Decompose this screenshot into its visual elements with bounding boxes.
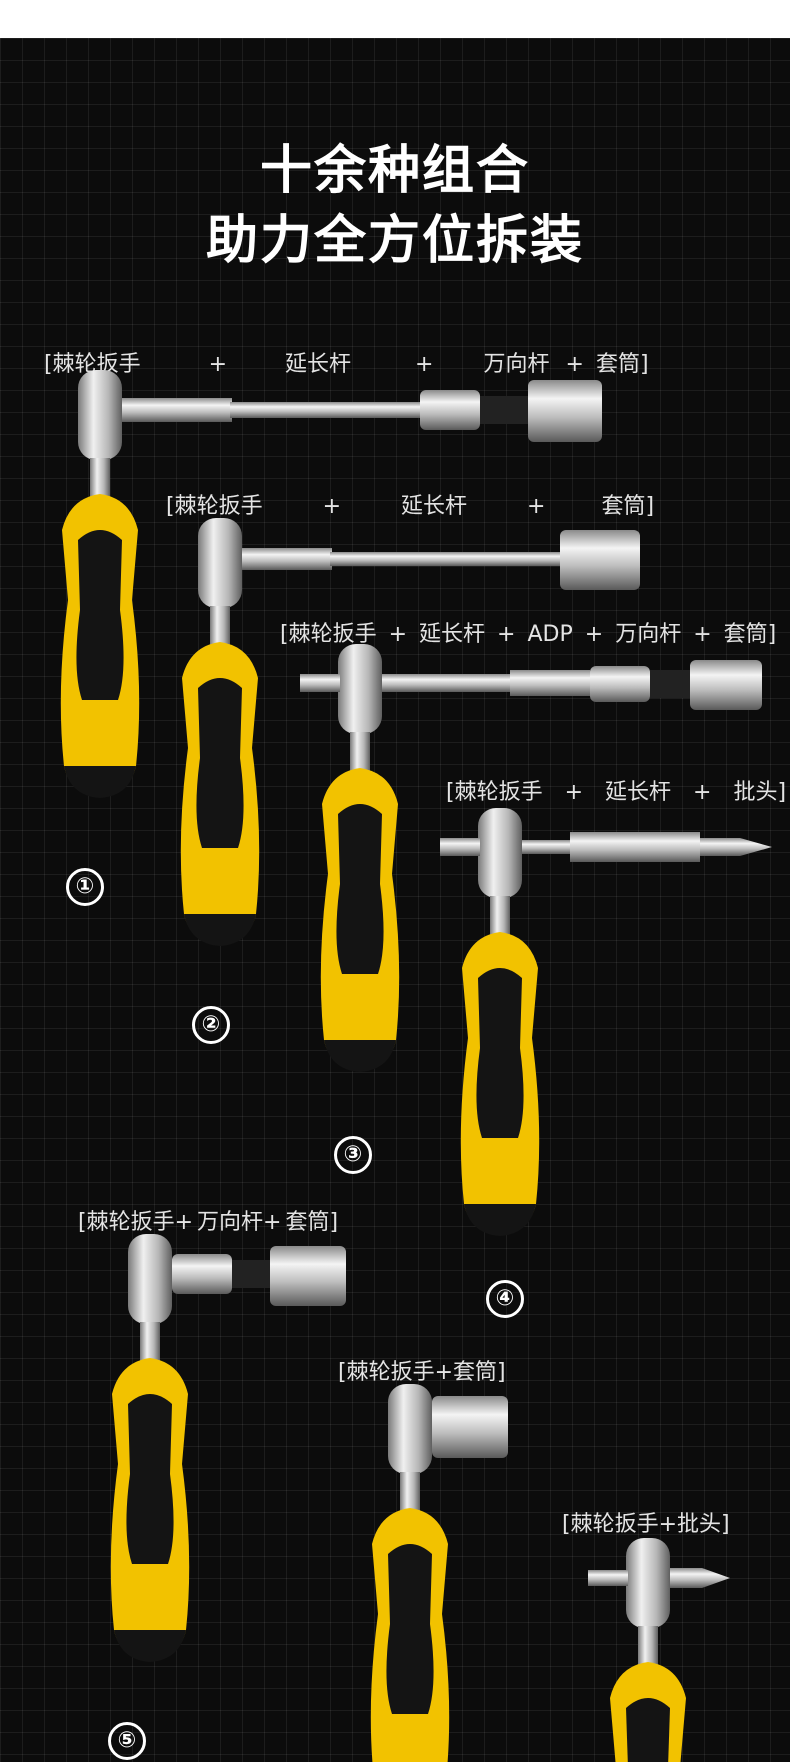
combo-1-illustration [60, 370, 602, 798]
combo-1-number: ① [66, 868, 104, 906]
extension-bar-icon [522, 832, 700, 862]
socket-icon [432, 1396, 508, 1458]
ratchet-handle-icon [460, 808, 540, 1236]
screwdriver-bit-icon [700, 838, 772, 856]
socket-icon [528, 380, 602, 442]
ratchet-handle-icon [180, 518, 260, 946]
combo-1-label: [棘轮扳手+延长杆+万向杆+套筒] [44, 352, 649, 377]
combo-3-illustration [300, 644, 762, 1072]
headline-line2: 助力全方位拆装 [205, 211, 584, 271]
combo-3-label: [棘轮扳手+延长杆+ADP+万向杆+套筒] [280, 622, 777, 647]
extension-bar-icon [382, 670, 590, 696]
combo-7-illustration [588, 1538, 730, 1762]
ratchet-handle-icon [370, 1384, 450, 1762]
combo-2-illustration [180, 518, 640, 946]
combo-7-label: [棘轮扳手+批头] [562, 1512, 730, 1537]
socket-icon [270, 1246, 346, 1306]
combo-2-label: [棘轮扳手+延长杆+套筒] [166, 494, 655, 519]
combo-4-label: [棘轮扳手+延长杆+批头] [446, 780, 787, 805]
ratchet-handle-icon [320, 644, 400, 1072]
universal-joint-icon [420, 390, 530, 430]
ratchet-handle-icon [60, 370, 140, 798]
headline-line1: 十余种组合 [259, 141, 530, 201]
product-poster: 十余种组合 助力全方位拆装 [棘轮扳手+延长杆+万向杆+套筒] [棘轮扳手+延长… [0, 38, 790, 1762]
extension-bar-icon [122, 398, 420, 422]
extension-bar-icon [242, 548, 560, 570]
combo-5-illustration [110, 1234, 346, 1662]
combo-5-number: ⑤ [108, 1722, 146, 1760]
combo-6-label: [棘轮扳手+套筒] [338, 1360, 506, 1385]
universal-joint-icon [590, 666, 690, 702]
drive-square-icon [300, 674, 340, 692]
socket-icon [690, 660, 762, 710]
socket-icon [560, 530, 640, 590]
combo-3-number: ③ [334, 1136, 372, 1174]
drive-square-icon [588, 1570, 628, 1586]
combo-5-label: [棘轮扳手+万向杆+套筒] [78, 1210, 339, 1235]
ratchet-handle-icon [110, 1234, 190, 1662]
universal-joint-icon [172, 1254, 272, 1294]
combo-2-number: ② [192, 1006, 230, 1044]
drive-square-icon [440, 838, 480, 856]
combo-4-illustration [440, 808, 772, 1236]
combo-4-number: ④ [486, 1280, 524, 1318]
ratchet-handle-icon [610, 1538, 686, 1762]
combo-6-illustration [370, 1384, 508, 1762]
screwdriver-bit-icon [670, 1568, 730, 1588]
